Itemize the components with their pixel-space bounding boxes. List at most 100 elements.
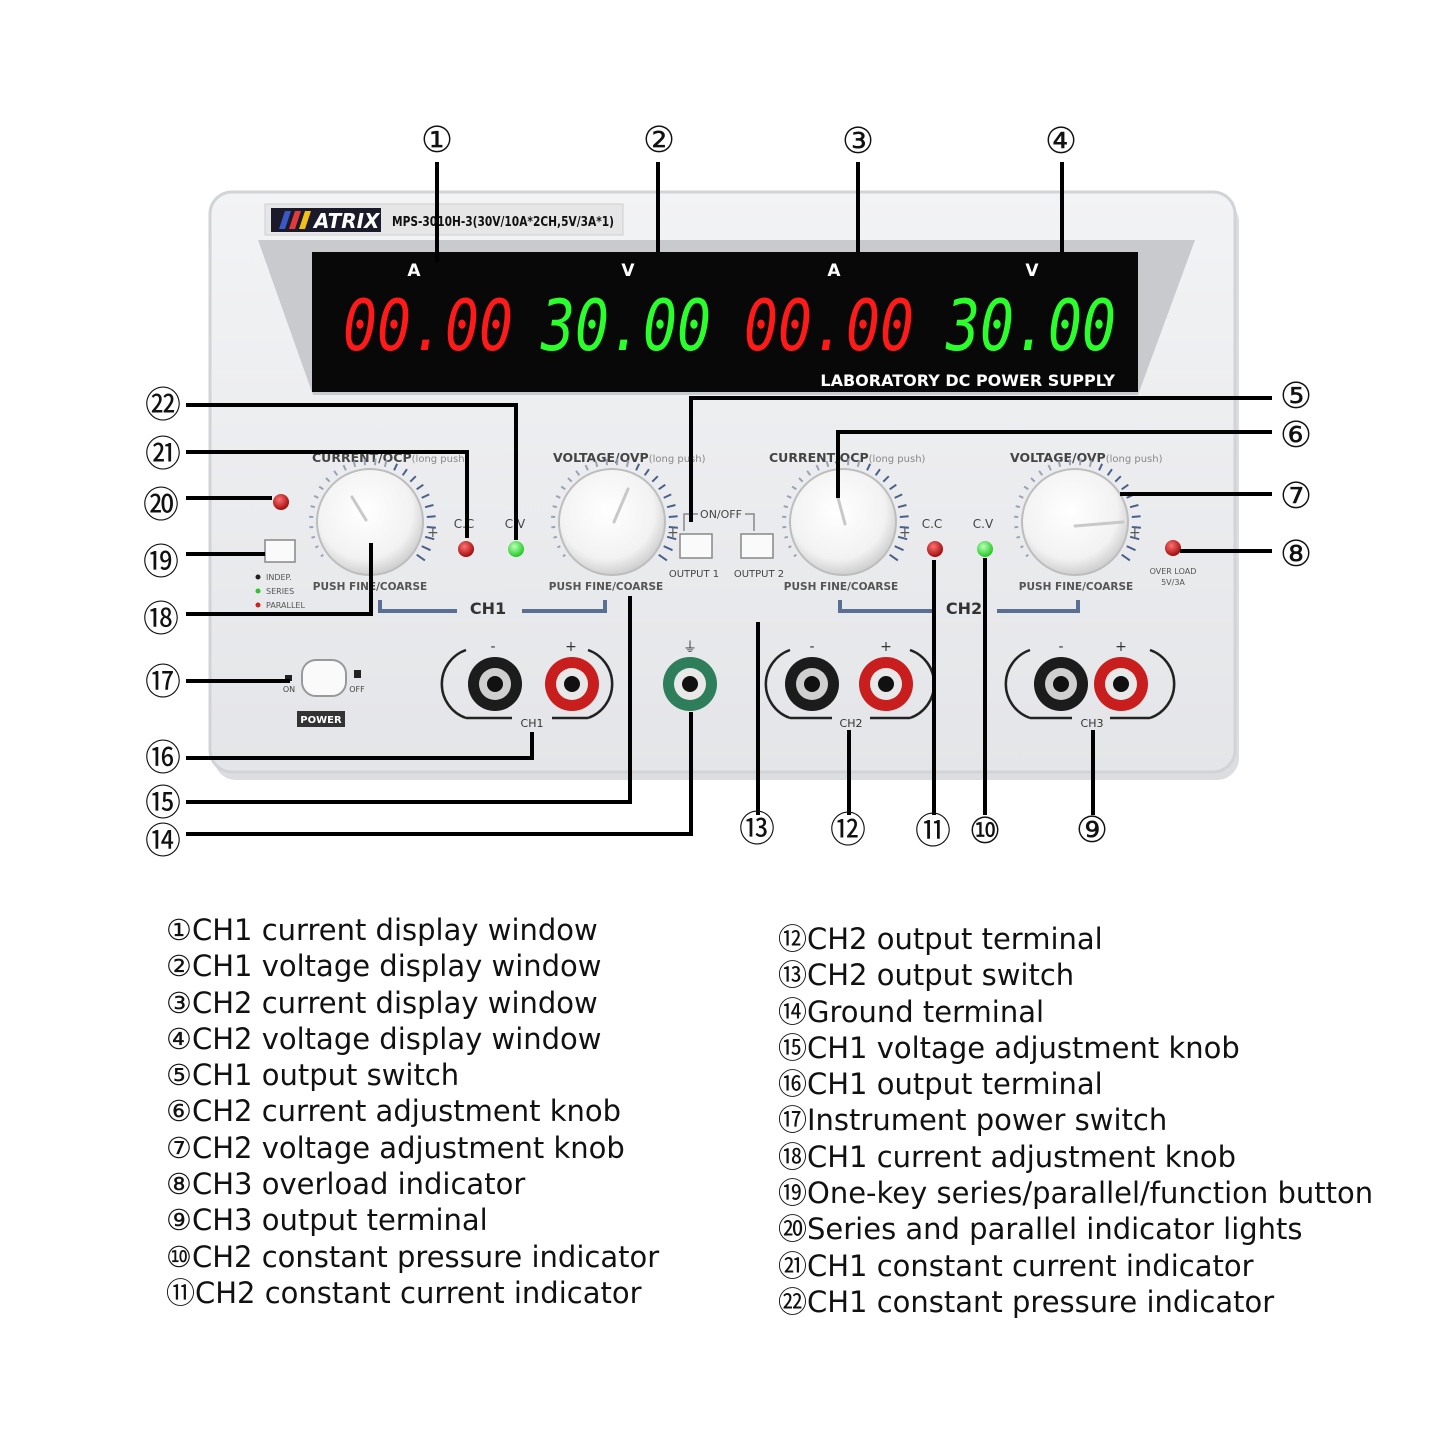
power-off-label: OFF bbox=[349, 685, 365, 694]
knob-scale-tick bbox=[806, 470, 812, 476]
legend-item: ㉑CH1 constant current indicator bbox=[778, 1248, 1254, 1283]
knob-scale-tick bbox=[584, 464, 589, 471]
knob-scale-tick bbox=[1121, 483, 1129, 491]
knob-scale-tick bbox=[594, 460, 599, 468]
knob-scale-tick bbox=[1019, 545, 1024, 549]
power-switch-off-mark bbox=[354, 670, 361, 678]
knob-scale-tick bbox=[311, 535, 316, 539]
power-supply-diagram: ATRIX MPS-3010H-3(30V/10A*2CH,5V/3A*1) A… bbox=[143, 120, 1312, 862]
knob-scale-tick bbox=[401, 468, 408, 476]
callout-18: ⑱ bbox=[143, 599, 179, 640]
ch2-voltage-knob-plus: + bbox=[1129, 525, 1141, 541]
knob-scale-tick bbox=[1121, 553, 1131, 562]
ch3-plus-mark: + bbox=[1115, 639, 1127, 655]
legend-item: ⑰Instrument power switch bbox=[778, 1103, 1168, 1138]
ch2-section-label: CH2 bbox=[946, 599, 982, 618]
knob-scale-tick bbox=[426, 515, 436, 518]
knob-scale-tick bbox=[1038, 470, 1044, 476]
knob-scale-tick bbox=[424, 535, 435, 541]
ch2-positive-terminal[interactable] bbox=[859, 657, 913, 711]
knob-scale-tick bbox=[856, 460, 861, 468]
knob-scale-tick bbox=[1018, 494, 1024, 499]
knob-scale-tick bbox=[1068, 458, 1071, 466]
knob-scale-tick bbox=[553, 535, 558, 539]
knob-scale-tick bbox=[1114, 475, 1122, 483]
knob-scale-tick bbox=[409, 475, 417, 483]
knob-scale-tick bbox=[318, 485, 324, 491]
ch2-cc-label: C.C bbox=[922, 517, 943, 531]
onoff-bracket bbox=[683, 513, 755, 531]
ch1-plus-mark: + bbox=[565, 639, 577, 655]
knob-scale-tick bbox=[663, 545, 673, 552]
brand-stripe-1 bbox=[279, 211, 291, 229]
function-button[interactable] bbox=[264, 539, 296, 563]
mode-series-dot bbox=[255, 588, 261, 594]
ch2-negative-terminal[interactable] bbox=[785, 657, 839, 711]
knob-scale-tick bbox=[1129, 535, 1140, 541]
display-unit-a-ch2: A bbox=[827, 261, 841, 281]
knob-scale-tick bbox=[899, 526, 909, 529]
ch1-cc-led bbox=[458, 541, 474, 557]
callout-15: ⑮ bbox=[145, 783, 181, 824]
legend-item: ⑳Series and parallel indicator lights bbox=[778, 1212, 1303, 1247]
knob-scale-tick bbox=[1126, 545, 1136, 552]
knob-scale-tick bbox=[815, 464, 820, 471]
ground-terminal[interactable] bbox=[663, 657, 717, 711]
legend-item: ③CH2 current display window bbox=[166, 985, 598, 1020]
output1-label: OUTPUT 1 bbox=[669, 569, 719, 580]
legend-item: ⑫CH2 output terminal bbox=[778, 922, 1103, 956]
legend-item: ⑩CH2 constant pressure indicator bbox=[166, 1239, 660, 1274]
ch2-bracket bbox=[838, 600, 1080, 613]
knob-scale-tick bbox=[791, 485, 797, 491]
ch3-overload-label-1: OVER LOAD bbox=[1150, 567, 1197, 576]
knob-scale-tick bbox=[567, 477, 573, 483]
knob-scale-tick bbox=[555, 494, 561, 499]
ch1-negative-terminal[interactable] bbox=[468, 657, 522, 711]
knob-scale-tick bbox=[552, 505, 558, 509]
knob-scale-tick bbox=[793, 553, 797, 558]
knob-scale-tick bbox=[663, 493, 672, 499]
legend-item: ㉒CH1 constant pressure indicator bbox=[778, 1284, 1275, 1319]
knob-scale-tick bbox=[798, 477, 804, 483]
legend-item: ⑨CH3 output terminal bbox=[166, 1203, 488, 1238]
ch2-current-knob-scale bbox=[782, 458, 909, 562]
output1-button[interactable] bbox=[679, 533, 713, 559]
knob-scale-tick bbox=[310, 505, 316, 509]
ch2-cc-led bbox=[927, 541, 943, 557]
legend-item: ⑬CH2 output switch bbox=[778, 958, 1075, 993]
ch3-negative-terminal[interactable] bbox=[1034, 657, 1088, 711]
ch1-positive-terminal[interactable] bbox=[545, 657, 599, 711]
knob-scale-tick bbox=[894, 493, 903, 499]
knob-scale-tick bbox=[1016, 535, 1021, 539]
ch1-voltage-knob[interactable] bbox=[558, 468, 666, 576]
knob-scale-tick bbox=[325, 477, 331, 483]
brand-stripe-2 bbox=[289, 211, 301, 229]
knob-scale-tick bbox=[1057, 460, 1062, 468]
power-switch-on-mark bbox=[285, 675, 292, 681]
output2-button[interactable] bbox=[740, 533, 774, 559]
knob-scale-tick bbox=[1025, 553, 1029, 558]
callout-13: ⑬ bbox=[739, 809, 775, 850]
knob-scale-tick bbox=[1131, 515, 1141, 518]
knob-scale-tick bbox=[874, 468, 881, 476]
power-on-label: ON bbox=[283, 685, 295, 694]
mode-series-label: SERIES bbox=[266, 587, 294, 596]
knob-scale-tick bbox=[426, 526, 436, 529]
display-unit-a-ch1: A bbox=[407, 261, 421, 281]
knob-scale-tick bbox=[1015, 505, 1021, 509]
callout-7: ⑦ bbox=[1280, 476, 1312, 517]
ch1-voltage-knob-plus: + bbox=[667, 525, 679, 541]
callout-19: ⑲ bbox=[143, 542, 179, 583]
ch2-current-knob[interactable] bbox=[789, 468, 897, 576]
knob-scale-tick bbox=[616, 458, 619, 466]
brand-stripe-3 bbox=[299, 211, 311, 229]
ch1-cc-label: C.C bbox=[454, 517, 475, 531]
ch2-current-knob-sublabel: PUSH FINE/COARSE bbox=[784, 581, 898, 593]
ch1-cv-led bbox=[508, 541, 524, 557]
power-switch[interactable] bbox=[301, 659, 347, 697]
knob-scale-tick bbox=[1129, 504, 1139, 509]
ch3-positive-terminal[interactable] bbox=[1094, 657, 1148, 711]
ch2-voltage-knob[interactable] bbox=[1021, 468, 1129, 576]
callout-numbers: ① ② ③ ④ ⑤ ⑥ ⑦ ⑧ ⑨ ⑩ ⑪ ⑫ ⑬ ⑭ ⑮ ⑯ ⑰ ⑱ ⑲ ⑳ … bbox=[143, 120, 1312, 862]
knob-scale-tick bbox=[787, 545, 792, 549]
